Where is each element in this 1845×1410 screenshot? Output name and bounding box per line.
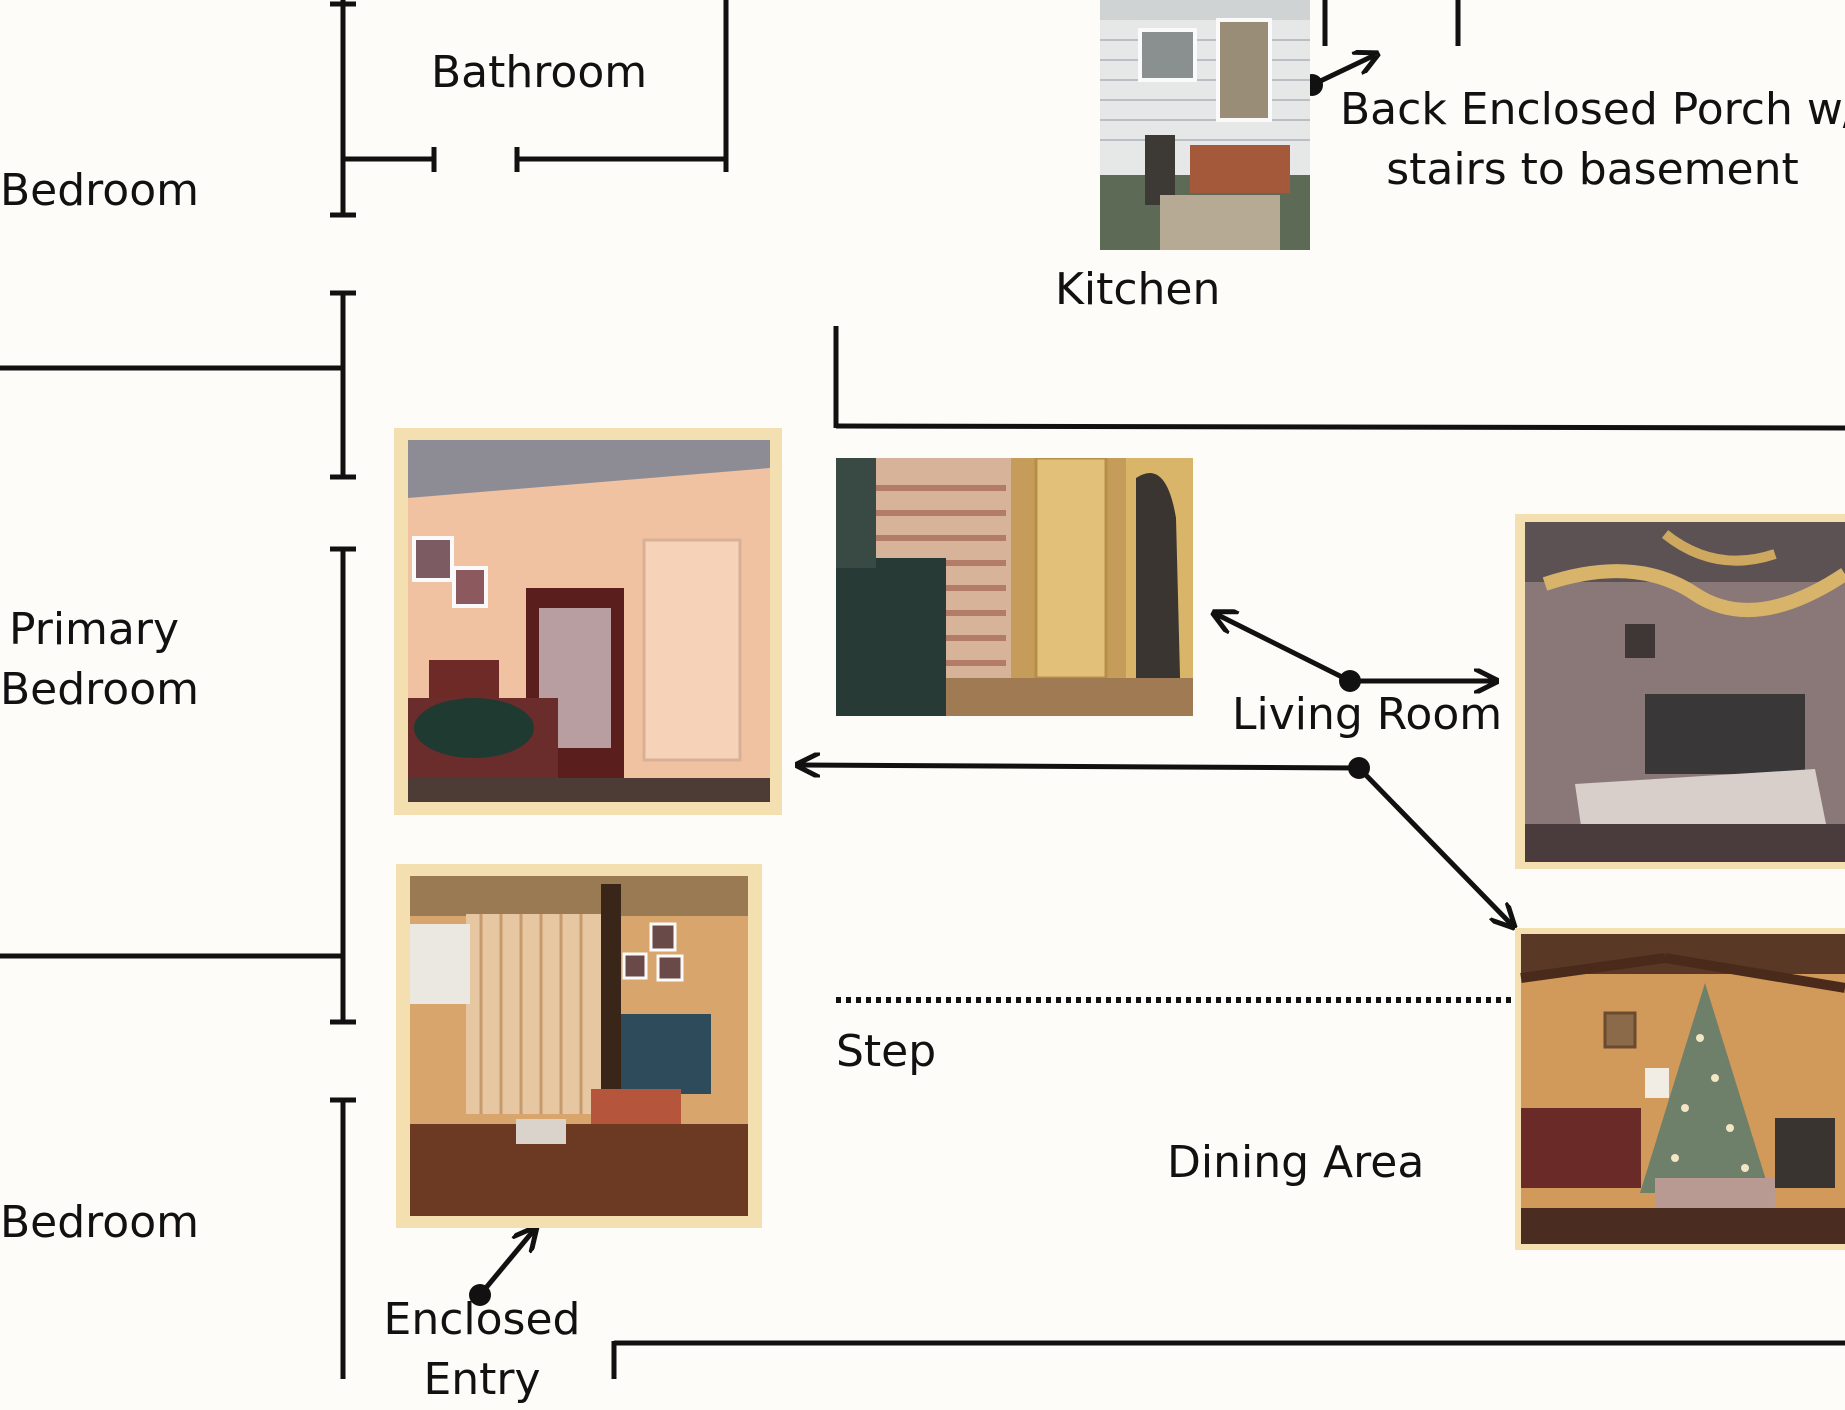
wall-left-seg2 (330, 290, 356, 480)
back-porch-line1: Back Enclosed Porch w/ (1340, 84, 1845, 135)
arrow-living-bedroom (800, 765, 1360, 768)
primary-bedroom-line1: Primary (8, 604, 180, 655)
primary-bedroom-line2: Bedroom (0, 664, 200, 715)
arrow-entry (478, 1230, 534, 1297)
room-label-enclosed-entry: Enclosed Entry (372, 1290, 592, 1410)
arrow-porch (1310, 55, 1375, 88)
room-label-back-porch: Back Enclosed Porch w/ stairs to basemen… (1340, 80, 1845, 200)
wall-left-seg1 (330, 0, 356, 218)
floor-plan (0, 0, 1845, 1379)
enclosed-entry-line2: Entry (423, 1354, 541, 1405)
room-label-step: Step (836, 1026, 937, 1077)
fireplace-photo (836, 458, 1193, 716)
back-porch-line2: stairs to basement (1386, 144, 1799, 195)
back-porch-photo (1100, 0, 1310, 250)
wall-left-seg3 (330, 546, 356, 1025)
wall-bathroom (343, 0, 729, 172)
room-label-bedroom-bottom: Bedroom (0, 1197, 200, 1248)
enclosed-entry-photo (396, 864, 762, 1228)
wall-bottom (611, 1340, 1845, 1379)
wall-kitchen (833, 326, 1845, 431)
room-label-bathroom: Bathroom (431, 47, 648, 98)
arrow-dot-entry (469, 1284, 491, 1306)
room-label-bedroom-top: Bedroom (0, 165, 200, 216)
room-label-primary-bedroom: Primary Bedroom (0, 600, 200, 720)
wall-left-seg4 (330, 1097, 356, 1379)
arrow-dot-living1 (1339, 670, 1361, 692)
arrow-living-fireplace (1216, 614, 1352, 684)
dining-christmas-photo (1515, 928, 1845, 1250)
living-room-party-photo (1515, 514, 1845, 869)
primary-bedroom-photo (394, 428, 782, 815)
arrow-dot-living2 (1348, 757, 1370, 779)
room-label-kitchen: Kitchen (1055, 264, 1221, 315)
room-label-living-room: Living Room (1232, 689, 1503, 740)
room-label-dining-area: Dining Area (1167, 1137, 1425, 1188)
enclosed-entry-line1: Enclosed (383, 1294, 581, 1345)
arrow-living-dining (1357, 766, 1512, 925)
